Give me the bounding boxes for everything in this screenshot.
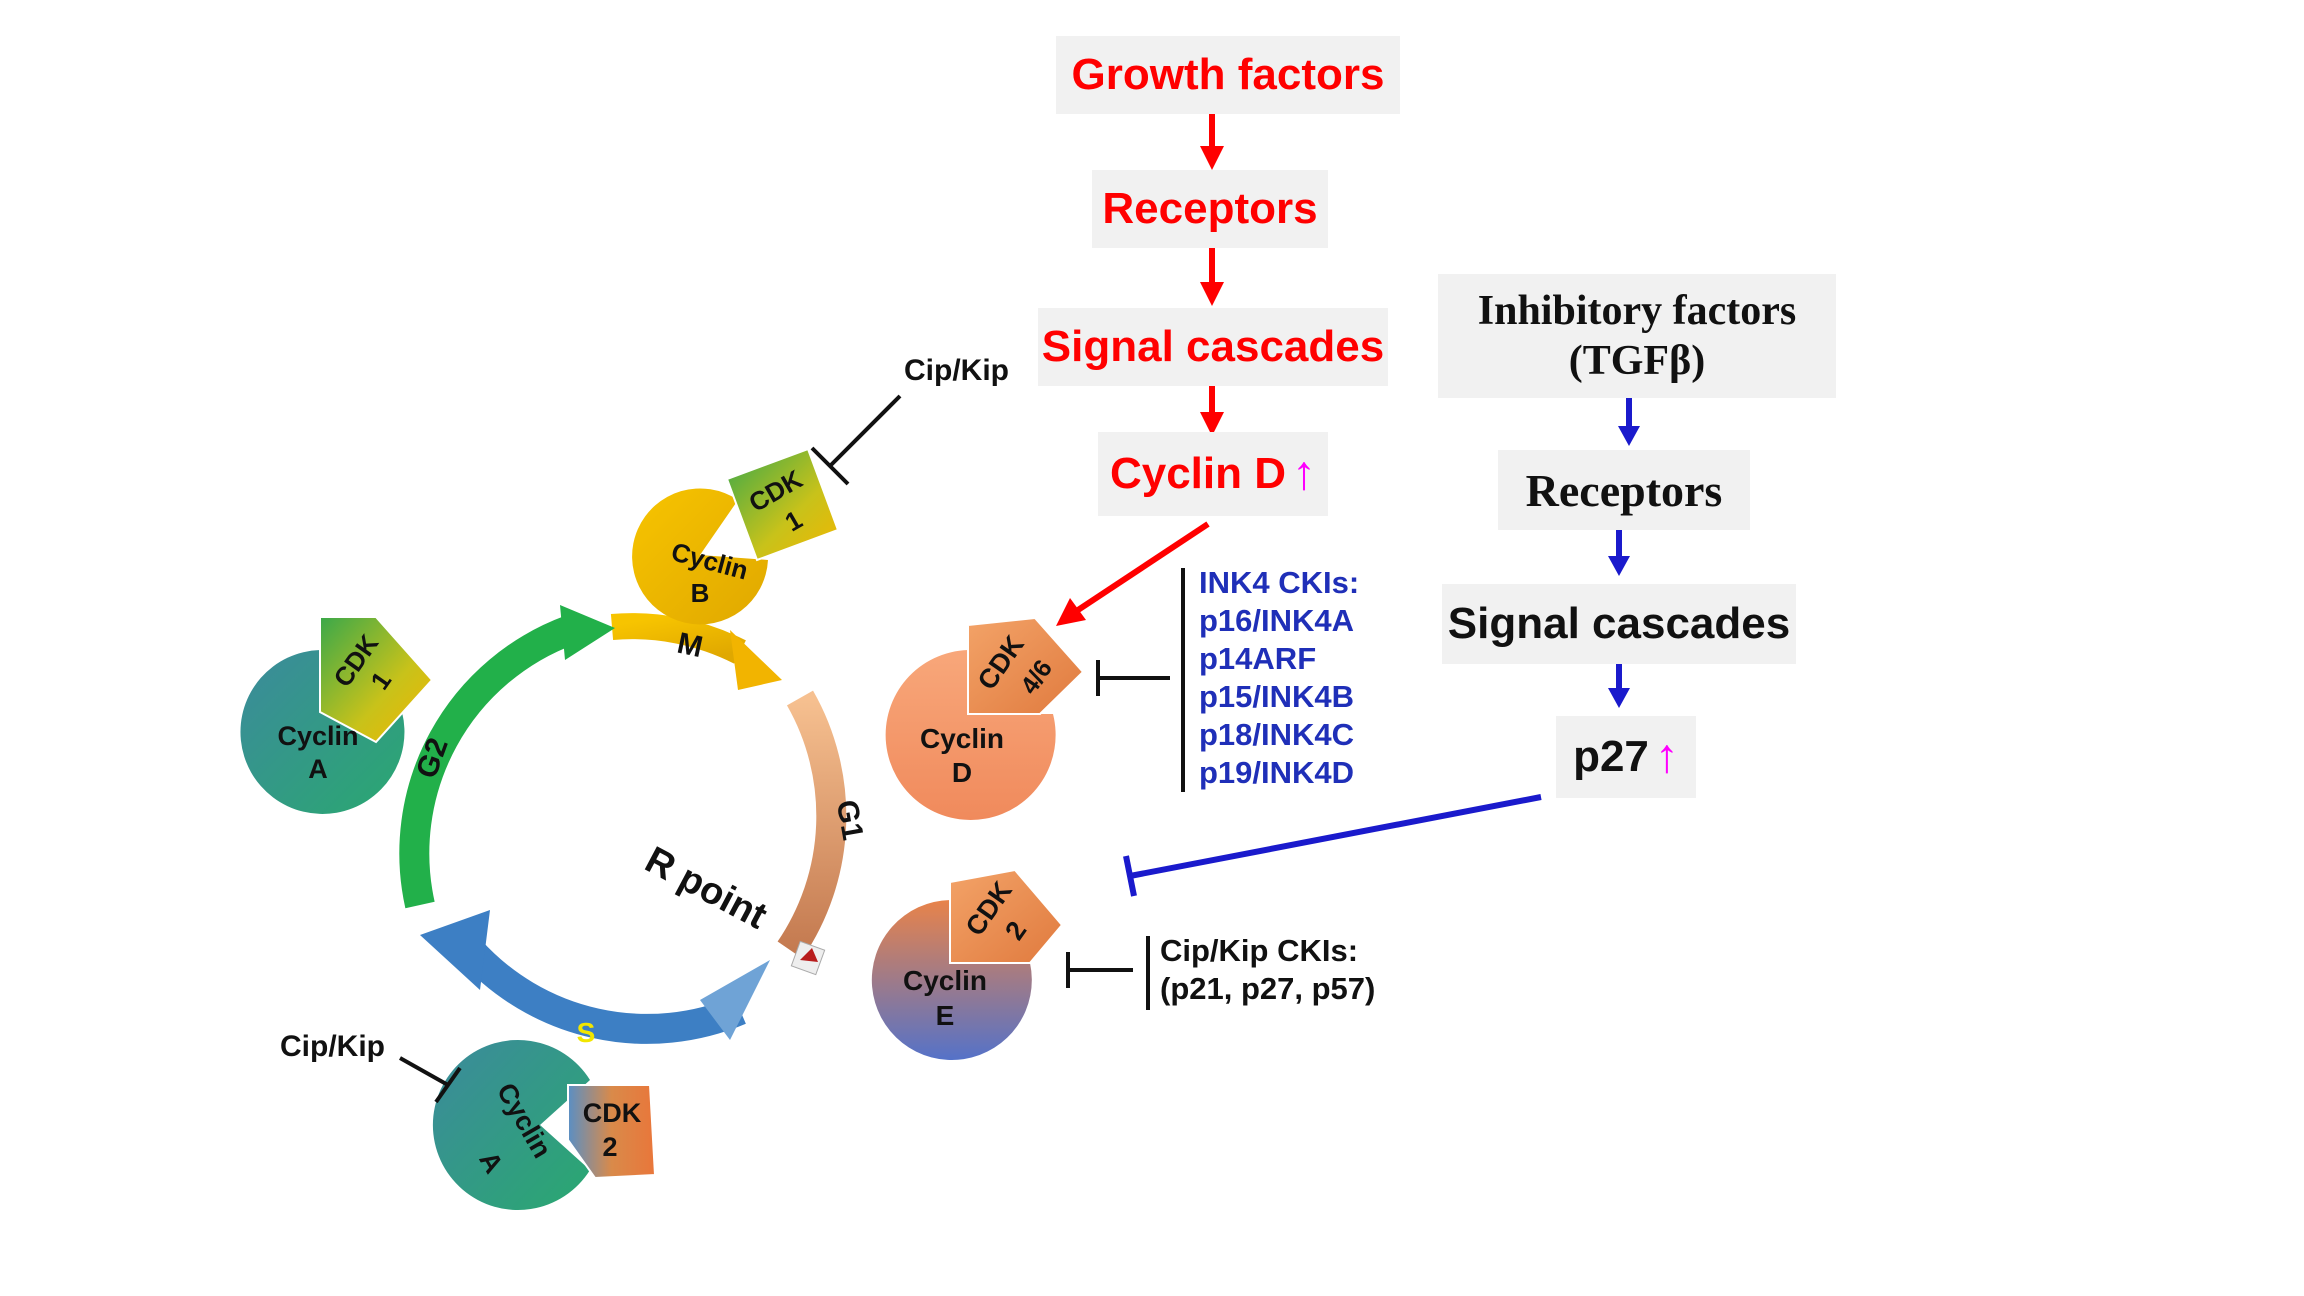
cyclin-d-label-2: D xyxy=(952,757,972,788)
r-point-label: R point xyxy=(638,839,774,938)
cdk1-b-block xyxy=(725,447,840,562)
ink4-cki-item: p15/INK4B xyxy=(1199,679,1355,714)
blue-arrow-1-head xyxy=(1618,426,1640,446)
cip-kip-cki-item: (p21, p27, p57) xyxy=(1160,971,1376,1006)
s-phase-arc xyxy=(458,939,746,1044)
cyclin-e-pacman xyxy=(871,900,1032,1060)
p27-box: p27 ↑ xyxy=(1556,716,1696,798)
cyclin-b-label-2: B xyxy=(691,578,710,608)
ink4-cki-item: p19/INK4D xyxy=(1199,755,1355,790)
cyclin-b-cdk1-complex: Cyclin B CDK 1 xyxy=(632,447,840,625)
cdk46-block xyxy=(967,616,1085,715)
red-arrow-cyclin-d xyxy=(1073,521,1210,615)
g1-s-arrowhead xyxy=(700,960,770,1040)
red-arrow-1-head xyxy=(1200,146,1224,170)
cyclin-e-cdk2-complex: Cyclin E CDK 2 xyxy=(871,868,1064,1060)
cdk2-a-label-2: 2 xyxy=(602,1132,617,1162)
inhibitory-factors-box: Inhibitory factors (TGFβ) xyxy=(1438,274,1836,398)
blue-arrow-2-head xyxy=(1608,556,1630,576)
r-point-hand xyxy=(800,948,818,962)
receptors-growth-label: Receptors xyxy=(1102,184,1318,233)
cip-kip-bottom-inhibit-bar xyxy=(434,1066,462,1104)
blue-inhibit-line xyxy=(1129,794,1542,879)
signal-cascades-growth-label: Signal cascades xyxy=(1041,322,1385,371)
g2-arrowhead xyxy=(560,605,615,660)
cip-kip-top-inhibit-line xyxy=(828,394,902,468)
phase-label-g1: G1 xyxy=(830,798,869,843)
cdk2-a-block xyxy=(567,1084,657,1180)
m-phase-arrowhead xyxy=(730,630,782,690)
cyclin-e-label-2: E xyxy=(936,1000,955,1031)
cyclin-a-left-label-1: Cyclin xyxy=(277,721,358,751)
cyclin-d-up-arrow-icon: ↑ xyxy=(1292,447,1317,500)
cyclin-a-left-pacman xyxy=(240,650,405,814)
phase-label-s: S xyxy=(577,1017,596,1048)
cip-kip-cki-list: Cip/Kip CKIs: (p21, p27, p57) xyxy=(1160,932,1375,1008)
cyclin-a-left-label-2: A xyxy=(308,754,328,784)
cyclin-b-pacman xyxy=(632,488,768,625)
cyclin-a-cdk2-complex: Cyclin A CDK 2 xyxy=(432,1040,657,1210)
phase-label-m: M xyxy=(674,627,705,664)
receptors-inhibitory-label: Receptors xyxy=(1525,464,1723,516)
cip-kip-cki-item: Cip/Kip CKIs: xyxy=(1160,933,1359,968)
growth-factors-box: Growth factors xyxy=(1056,36,1400,114)
cip-kip-bottom-label: Cip/Kip xyxy=(280,1030,385,1063)
cyclin-a-bottom-pacman xyxy=(432,1040,590,1210)
red-arrow-3-head xyxy=(1200,412,1224,436)
cyclin-a-cdk1-complex: Cyclin A CDK 1 xyxy=(240,616,434,814)
ink4-cki-item: INK4 CKIs: xyxy=(1199,565,1360,600)
ink4-cki-item: p14ARF xyxy=(1199,641,1317,676)
cyclin-d-pathway-label: Cyclin D xyxy=(1109,449,1287,498)
cyclin-e-label-1: Cyclin xyxy=(903,965,987,996)
red-arrow-2-head xyxy=(1200,282,1224,306)
receptors-inhibitory-box: Receptors xyxy=(1498,450,1750,530)
blue-arrow-3-head xyxy=(1608,688,1630,708)
ink4-cki-item: p18/INK4C xyxy=(1199,717,1355,752)
growth-factors-label: Growth factors xyxy=(1071,50,1385,99)
inhibitory-factors-label: Inhibitory factors xyxy=(1477,288,1797,334)
cyclin-d-pacman xyxy=(885,650,1056,820)
signal-cascades-growth-box: Signal cascades xyxy=(1038,308,1388,386)
cyclin-d-box: Cyclin D ↑ xyxy=(1098,432,1328,516)
ink4-cki-list: INK4 CKIs: p16/INK4A p14ARF p15/INK4B p1… xyxy=(1199,564,1359,792)
m-phase-arc xyxy=(610,613,746,664)
g1-phase-arc xyxy=(777,690,847,959)
blue-inhibit-bar xyxy=(1123,855,1137,897)
cip-kip-top-inhibit-bar xyxy=(810,446,850,486)
cip-kip-bottom-inhibit-line xyxy=(399,1056,449,1087)
p27-label: p27 xyxy=(1573,732,1649,781)
tgfb-label: (TGFβ) xyxy=(1568,338,1706,384)
ink4-cki-item: p16/INK4A xyxy=(1199,603,1355,638)
cdk2-a-label-1: CDK xyxy=(583,1098,642,1128)
cip-kip-top-label: Cip/Kip xyxy=(904,354,1009,387)
receptors-growth-box: Receptors xyxy=(1092,170,1328,248)
red-arrow-cyclin-d-head xyxy=(1056,598,1086,626)
cyclin-d-label-1: Cyclin xyxy=(920,723,1004,754)
s-arrowhead xyxy=(420,910,490,990)
p27-up-arrow-icon: ↑ xyxy=(1654,730,1679,783)
signal-cascades-inhibitory-box: Signal cascades xyxy=(1442,584,1796,664)
cdk1-a-block xyxy=(319,616,434,744)
cyclin-d-cdk46-complex: Cyclin D CDK 4/6 xyxy=(885,616,1085,820)
cdk2-e-block xyxy=(949,868,1064,964)
g2-phase-arc xyxy=(399,615,576,909)
signal-cascades-inhibitory-label: Signal cascades xyxy=(1447,599,1791,648)
